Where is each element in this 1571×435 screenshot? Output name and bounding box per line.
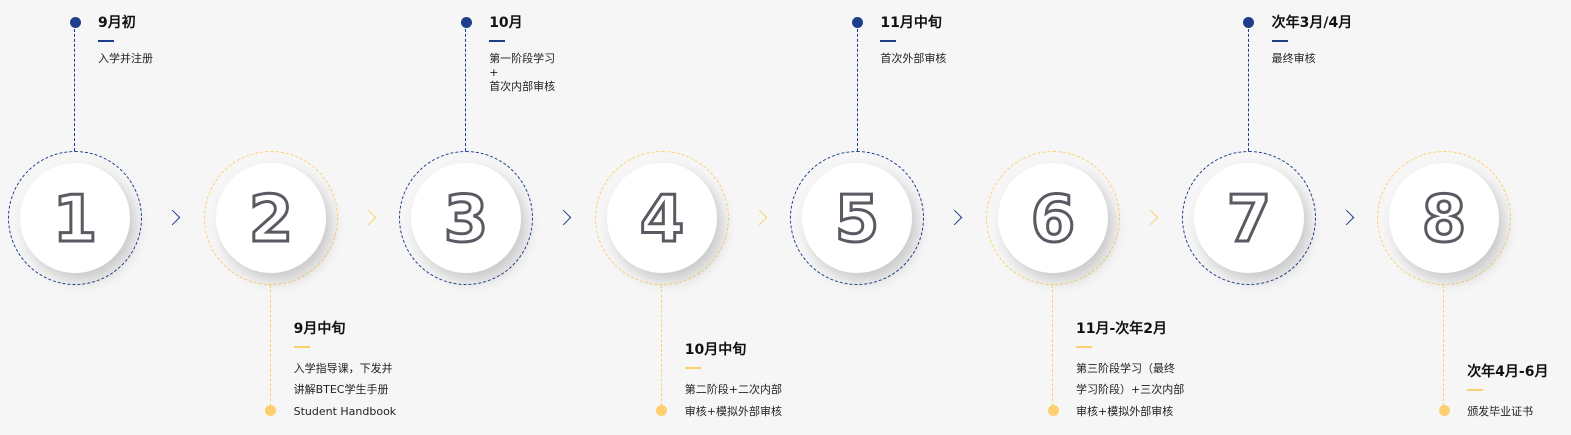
connector-line — [1052, 285, 1054, 411]
step-text: 次年3月/4月最终审核 — [1271, 14, 1462, 66]
step-title: 10月中旬 — [684, 342, 747, 358]
step-description-line: 第三阶段学习（最终 — [1076, 361, 1175, 375]
step-description-line: 颁发毕业证书 — [1467, 404, 1534, 418]
chevron-right-icon — [751, 209, 768, 226]
step-text: 10月第一阶段学习+首次内部审核 — [489, 14, 679, 94]
step-title: 次年3月/4月 — [1271, 15, 1353, 31]
step-number-circle: 1 — [20, 163, 130, 273]
step-title: 11月-次年2月 — [1076, 320, 1168, 337]
step-title: 10月 — [489, 15, 523, 31]
dashed-ring — [203, 151, 338, 285]
step-description-line: 学习阶段）+三次内部 — [1076, 383, 1185, 396]
step-description-line: 最终审核 — [1271, 52, 1316, 65]
title-underline — [489, 40, 506, 42]
step-text: 9月初入学并注册 — [98, 14, 288, 66]
dashed-ring — [1181, 151, 1316, 285]
title-underline — [880, 40, 897, 42]
step-number-graphic: 8 — [1420, 182, 1468, 259]
step-number-graphic: 4 — [638, 182, 686, 259]
connector-line — [1443, 285, 1445, 411]
timeline-dot — [460, 17, 472, 28]
step-description-line: 首次外部审核 — [880, 52, 947, 65]
step-number-graphic: 1 — [51, 182, 99, 259]
step-description-line: Student Handbook — [293, 404, 397, 418]
step-number: 6 — [1031, 183, 1076, 257]
step-number: 3 — [444, 183, 489, 257]
step-number-graphic: 7 — [1225, 182, 1273, 259]
step-description-line: 入学并注册 — [98, 52, 153, 65]
chevron-right-icon — [360, 209, 376, 226]
timeline-dot — [69, 17, 81, 28]
step-number-circle: 2 — [215, 163, 326, 273]
step-text: 次年4月-6月颁发毕业证书 — [1467, 363, 1571, 423]
step-number: 8 — [1422, 183, 1467, 257]
connector-line — [465, 24, 467, 151]
step-description-line: 入学指导课，下发并 — [293, 361, 393, 375]
chevron-right-icon — [555, 209, 572, 226]
step-text: 11月中旬首次外部审核 — [880, 14, 1070, 66]
timeline-dot — [1047, 405, 1059, 416]
step-text: 9月中旬入学指导课，下发并讲解BTEC学生手册 Student Handbook — [293, 320, 484, 423]
step-number-graphic: 5 — [834, 182, 882, 259]
step-description-line: + — [489, 66, 499, 79]
chevron-right-icon — [1338, 209, 1354, 226]
connector-line — [1247, 24, 1249, 151]
chevron-right-icon — [1142, 209, 1159, 226]
title-underline — [1271, 40, 1288, 42]
connector-line — [856, 24, 858, 151]
step-number: 5 — [835, 183, 880, 257]
title-underline — [1467, 388, 1484, 391]
timeline-dot — [851, 17, 863, 28]
title-underline — [293, 345, 310, 348]
timeline-dot — [1243, 17, 1255, 28]
step-text: 10月中旬第二阶段+二次内部审核+模拟外部审核 — [684, 341, 875, 422]
step-number: 4 — [640, 183, 685, 257]
dashed-ring — [399, 151, 534, 285]
step-number-circle: 5 — [802, 163, 913, 273]
timeline-dot — [656, 405, 668, 416]
step-description-line: 第一阶段学习 — [489, 52, 556, 65]
connector-line — [74, 24, 76, 151]
title-underline — [684, 367, 701, 369]
timeline-dot — [1438, 405, 1450, 416]
dashed-ring — [986, 151, 1120, 285]
connector-line — [661, 285, 663, 411]
step-description-line: 审核+模拟外部审核 — [1076, 404, 1174, 418]
chevron-right-icon — [947, 209, 963, 226]
step-number-circle: 7 — [1193, 163, 1304, 273]
step-number-graphic: 6 — [1029, 182, 1077, 259]
step-description-line: 讲解BTEC学生手册 — [293, 383, 389, 396]
step-description-line: 首次内部审核 — [489, 80, 556, 93]
title-underline — [1076, 345, 1092, 348]
dashed-ring — [1377, 151, 1512, 285]
dashed-ring — [594, 151, 729, 285]
step-number-circle: 4 — [606, 163, 717, 273]
step-text: 11月-次年2月第三阶段学习（最终学习阶段）+三次内部审核+模拟外部审核 — [1076, 320, 1266, 423]
step-number-circle: 8 — [1389, 163, 1500, 273]
step-number-circle: 6 — [998, 163, 1108, 273]
title-underline — [98, 40, 114, 42]
chevron-right-icon — [164, 209, 181, 226]
step-title: 11月中旬 — [880, 15, 942, 31]
step-number: 1 — [53, 183, 98, 257]
step-number-circle: 3 — [411, 163, 522, 273]
timeline-dot — [265, 405, 277, 416]
step-number: 2 — [248, 183, 293, 257]
dashed-ring — [790, 151, 925, 285]
dashed-ring — [8, 151, 142, 285]
step-description-line: 第二阶段+二次内部 — [684, 383, 783, 396]
step-title: 9月中旬 — [293, 320, 346, 337]
step-title: 次年4月-6月 — [1467, 363, 1549, 380]
step-title: 9月初 — [98, 15, 136, 31]
step-description-line: 审核+模拟外部审核 — [684, 404, 783, 418]
step-number: 7 — [1226, 183, 1271, 257]
step-number-graphic: 3 — [442, 182, 490, 259]
connector-line — [269, 285, 271, 411]
step-number-graphic: 2 — [247, 182, 295, 259]
